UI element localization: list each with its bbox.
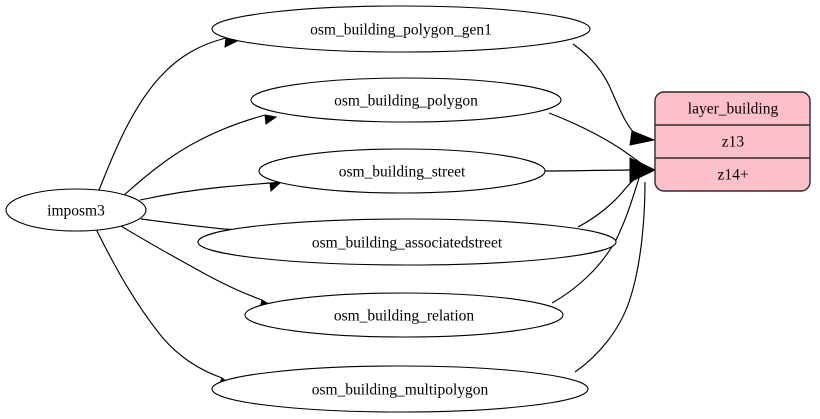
node-imposm3-label: imposm3	[47, 203, 105, 220]
arrowhead-imposm3-to-street	[269, 181, 283, 193]
layer-building-row-z14plus[interactable]: z14+	[717, 167, 748, 184]
edge-imposm3-to-polygon-gen1	[98, 37, 227, 191]
edge-imposm3-to-multipolygon	[95, 228, 223, 379]
edge-imposm3-to-polygon	[121, 114, 266, 198]
node-layer-building[interactable]: layer_building z13 z14+	[654, 91, 811, 192]
edge-imposm3-to-relation	[120, 225, 263, 301]
node-osm-building-polygon-label: osm_building_polygon	[334, 93, 478, 110]
node-osm-building-polygon-gen1[interactable]: osm_building_polygon_gen1	[211, 5, 591, 53]
node-osm-building-street[interactable]: osm_building_street	[258, 148, 546, 194]
node-osm-building-multipolygon[interactable]: osm_building_multipolygon	[211, 365, 589, 413]
node-osm-building-polygon-gen1-label: osm_building_polygon_gen1	[310, 22, 492, 39]
node-osm-building-relation-shape[interactable]	[244, 292, 564, 338]
node-osm-building-multipolygon-shape[interactable]	[211, 365, 589, 413]
node-osm-building-relation-label: osm_building_relation	[334, 308, 475, 325]
node-imposm3[interactable]: imposm3	[5, 188, 147, 232]
edge-polygon-gen1-to-z13	[572, 43, 637, 136]
node-osm-building-street-shape[interactable]	[258, 148, 546, 194]
arrowhead-tables-to-z14plus	[629, 157, 657, 183]
node-osm-building-polygon-gen1-shape[interactable]	[211, 5, 591, 53]
node-layer-building-box[interactable]	[654, 91, 811, 192]
node-osm-building-polygon[interactable]: osm_building_polygon	[250, 77, 562, 123]
node-osm-building-polygon-shape[interactable]	[250, 77, 562, 123]
node-osm-building-associatedstreet-label: osm_building_associatedstreet	[312, 235, 503, 252]
edge-group-tables-to-layer	[544, 43, 657, 373]
arrowhead-imposm3-to-polygon	[264, 114, 278, 125]
edge-imposm3-to-street	[139, 182, 271, 201]
edge-relation-to-z14plus	[551, 174, 641, 304]
edge-multipolygon-to-z14plus	[574, 181, 646, 373]
node-osm-building-street-label: osm_building_street	[339, 164, 466, 181]
arrowhead-polygon-gen1-to-z13	[629, 130, 656, 146]
layer-building-row-z13[interactable]: z13	[722, 134, 745, 151]
node-osm-building-associatedstreet[interactable]: osm_building_associatedstreet	[197, 218, 617, 266]
node-osm-building-relation[interactable]: osm_building_relation	[244, 292, 564, 338]
node-imposm3-shape[interactable]	[5, 188, 147, 232]
node-osm-building-associatedstreet-shape[interactable]	[197, 218, 617, 266]
layer-building-title: layer_building	[688, 101, 779, 118]
node-osm-building-multipolygon-label: osm_building_multipolygon	[312, 382, 489, 399]
